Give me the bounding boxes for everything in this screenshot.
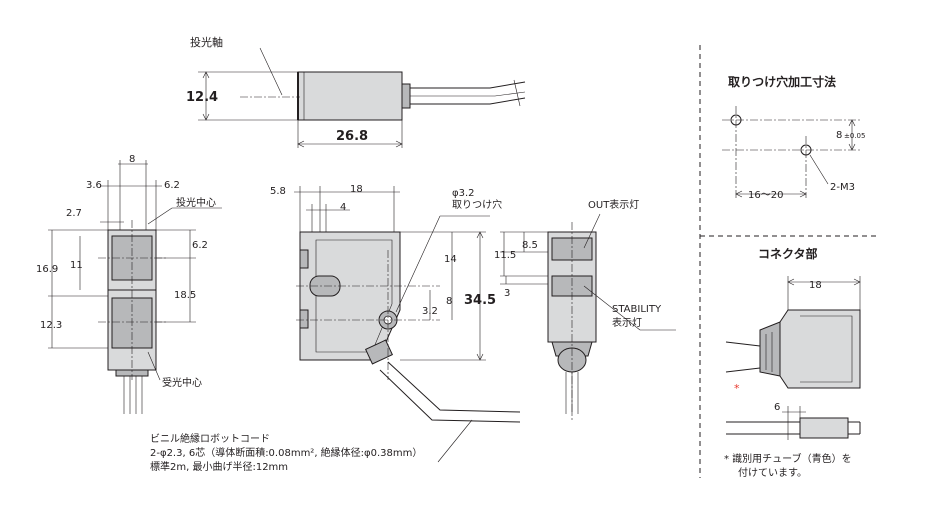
front-view: 8 3.6 6.2 2.7 投光中心 6.2 16.9 11 18.5 12.3… [36,154,222,414]
connector-body [779,309,861,389]
sensor-body-side [299,231,401,361]
hole-dia-label: φ3.2 [452,188,475,199]
front-dim-12-3: 12.3 [40,320,62,331]
receiver-center-label: 受光中心 [162,376,202,389]
connector-note-line1: * 識別用チューブ（青色）を [724,452,852,465]
cable-front [123,376,143,414]
dim-height-label: 12.4 [186,90,218,105]
side-dim-8: 8 [446,296,452,307]
connector-title: コネクタ部 [758,246,818,261]
stability-label-1: STABILITY [612,304,662,315]
cable-note-line2: 2-φ2.3, 6芯（導体断面積:0.08mm², 絶縁体径:φ0.38mm） [150,446,422,459]
connector-dim-18: 18 [809,280,822,291]
front-dim-11: 11 [70,260,83,271]
connector-small-body [799,417,849,439]
front-dim-16-9: 16.9 [36,264,58,275]
side-dim-3-2: 3.2 [422,306,438,317]
side-dim-34-5: 34.5 [464,293,496,308]
rear-dim-8-5: 8.5 [522,240,538,251]
front-dim-18-5: 18.5 [174,290,196,301]
side-dim-18: 18 [350,184,363,195]
connector-dim-6: 6 [774,402,780,413]
connector-small-cable [726,421,800,435]
rear-dim-11-5: 11.5 [494,250,516,261]
mounting-holes-title: 取りつけ穴加工寸法 [728,74,836,89]
front-dim-8: 8 [129,154,135,165]
sensor-body-top [297,71,403,121]
hole-dim-8: 8 [836,130,842,141]
emitter-center-label: 投光中心 [176,196,216,209]
connector-panel: コネクタ部 * 18 6 * 識別用チューブ（青色）を 付けています。 [724,246,861,479]
top-view: 投光軸 12.4 26.8 [186,35,526,148]
cable-top [410,81,526,105]
front-dim-6-2: 6.2 [192,240,208,251]
connector-cable [725,341,761,373]
connector-note-line2: 付けています。 [738,466,807,479]
cable-side [379,361,521,423]
stability-label-2: 表示灯 [612,316,642,329]
optical-axis-label: 投光軸 [190,35,223,49]
dim-width-label: 26.8 [336,129,368,144]
blue-tube-asterisk: * [734,382,740,395]
rear-view: OUT表示灯 8.5 11.5 3 STABILITY 表示灯 [494,198,676,420]
side-dim-14: 14 [444,254,457,265]
cable-note-line1: ビニル絶縁ロボットコード [150,432,270,445]
cable-gland-top [401,83,411,109]
side-view: 5.8 18 4 φ3.2 取りつけ穴 14 8 3.2 34.5 [270,184,521,423]
hole-name-label: 取りつけ穴 [452,198,502,211]
front-dim-3-6: 3.6 [86,180,102,191]
mounting-holes-panel: 取りつけ穴加工寸法 8 ±0.05 16〜20 2-M3 [722,74,865,201]
hole-thread-label: 2-M3 [830,182,855,193]
cable-note: ビニル絶縁ロボットコード 2-φ2.3, 6芯（導体断面積:0.08mm², 絶… [150,419,473,473]
rear-dim-3: 3 [504,288,510,299]
hole-dim-16-20: 16〜20 [748,190,783,201]
front-dim-6-2-top: 6.2 [164,180,180,191]
out-indicator-label: OUT表示灯 [588,198,639,211]
side-dim-4: 4 [340,202,346,213]
side-dim-5-8: 5.8 [270,186,286,197]
hole-dim-tol: ±0.05 [844,132,865,140]
front-dim-2-7: 2.7 [66,208,82,219]
cable-note-line3: 標準2m, 最小曲げ半径:12mm [150,460,288,473]
connector-boot [759,321,781,377]
